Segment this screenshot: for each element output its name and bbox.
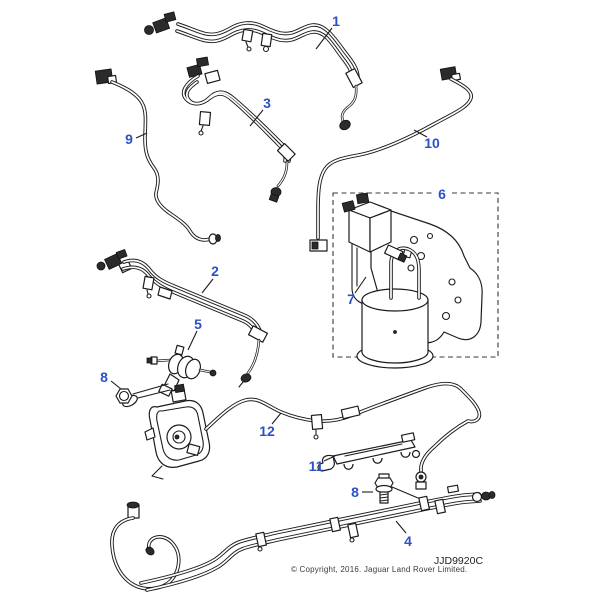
leader-line-3 xyxy=(249,109,264,127)
part-label-9: 9 xyxy=(125,131,133,147)
leader-line-9 xyxy=(135,132,148,139)
assembly-12-drawing xyxy=(144,381,482,490)
pipe-10-drawing xyxy=(309,66,474,252)
leader-line-1 xyxy=(315,27,333,50)
leader-line-2 xyxy=(201,278,214,294)
label-backing xyxy=(433,185,451,203)
part-label-8: 8 xyxy=(351,484,359,500)
bolt-8-left-drawing xyxy=(115,388,138,408)
callout-layer: 1 3 9 10 6 7 2 5 8 12 11 8 4 xyxy=(100,13,451,549)
part-label-12: 12 xyxy=(259,423,275,439)
part-label-10: 10 xyxy=(424,135,440,151)
part-label-8: 8 xyxy=(100,369,108,385)
part-label-4: 4 xyxy=(404,533,412,549)
leader-line-4 xyxy=(395,520,407,534)
pipe-9-drawing xyxy=(94,68,221,245)
leader-line-7 xyxy=(354,276,367,294)
part-label-1: 1 xyxy=(332,13,340,29)
part-label-11: 11 xyxy=(309,458,324,474)
pipe-1-drawing xyxy=(144,11,363,131)
part-label-6: 6 xyxy=(438,186,446,202)
component-7-drawing xyxy=(341,192,483,369)
leader-line-8 xyxy=(110,380,122,390)
leader-line-10 xyxy=(413,129,428,138)
pipe-3-drawing xyxy=(181,56,296,203)
leader-line-11 xyxy=(323,455,336,462)
copyright-text: © Copyright, 2016. Jaguar Land Rover Lim… xyxy=(291,565,468,574)
pipe-2-drawing xyxy=(96,249,269,388)
leader-line-12 xyxy=(271,412,282,425)
pipe-4-drawing xyxy=(110,484,496,592)
component-5-drawing xyxy=(132,344,217,400)
bracket-11-drawing xyxy=(317,432,421,472)
part-label-3: 3 xyxy=(263,95,271,111)
part-label-5: 5 xyxy=(194,316,202,332)
diagram-code: JJD9920C xyxy=(434,555,484,567)
bolt-8-right-drawing xyxy=(374,473,419,504)
leader-line-5 xyxy=(187,330,198,351)
part-label-7: 7 xyxy=(347,291,355,307)
part-label-2: 2 xyxy=(211,263,219,279)
